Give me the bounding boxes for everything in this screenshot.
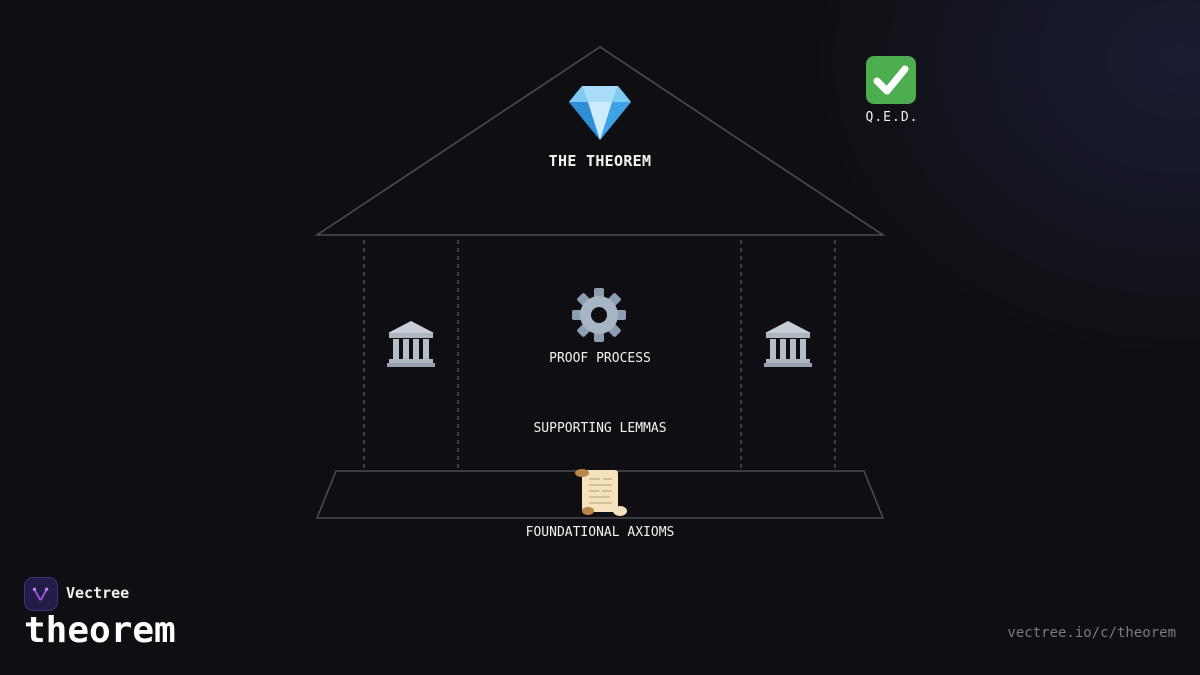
classical-building-icon: [764, 321, 812, 367]
theorem-label: THE THEOREM: [548, 152, 652, 170]
brand-name: Vectree: [66, 584, 130, 602]
classical-building-icon: [387, 321, 435, 367]
supporting-lemmas-label: SUPPORTING LEMMAS: [533, 421, 667, 436]
check-mark-icon: [866, 56, 916, 104]
roof-triangle: [314, 46, 886, 236]
proof-process-label: PROOF PROCESS: [549, 351, 651, 366]
page-title: theorem: [24, 610, 176, 651]
qed-label: Q.E.D.: [865, 110, 919, 125]
foundation-base: [315, 470, 885, 519]
source-url[interactable]: vectree.io/c/theorem: [1007, 625, 1176, 641]
vectree-logo-icon: [24, 577, 58, 611]
foundational-axioms-label: FOUNDATIONAL AXIOMS: [525, 525, 675, 540]
gem-icon: [569, 86, 631, 140]
scroll-icon: [575, 469, 627, 516]
gear-icon: [572, 288, 626, 342]
